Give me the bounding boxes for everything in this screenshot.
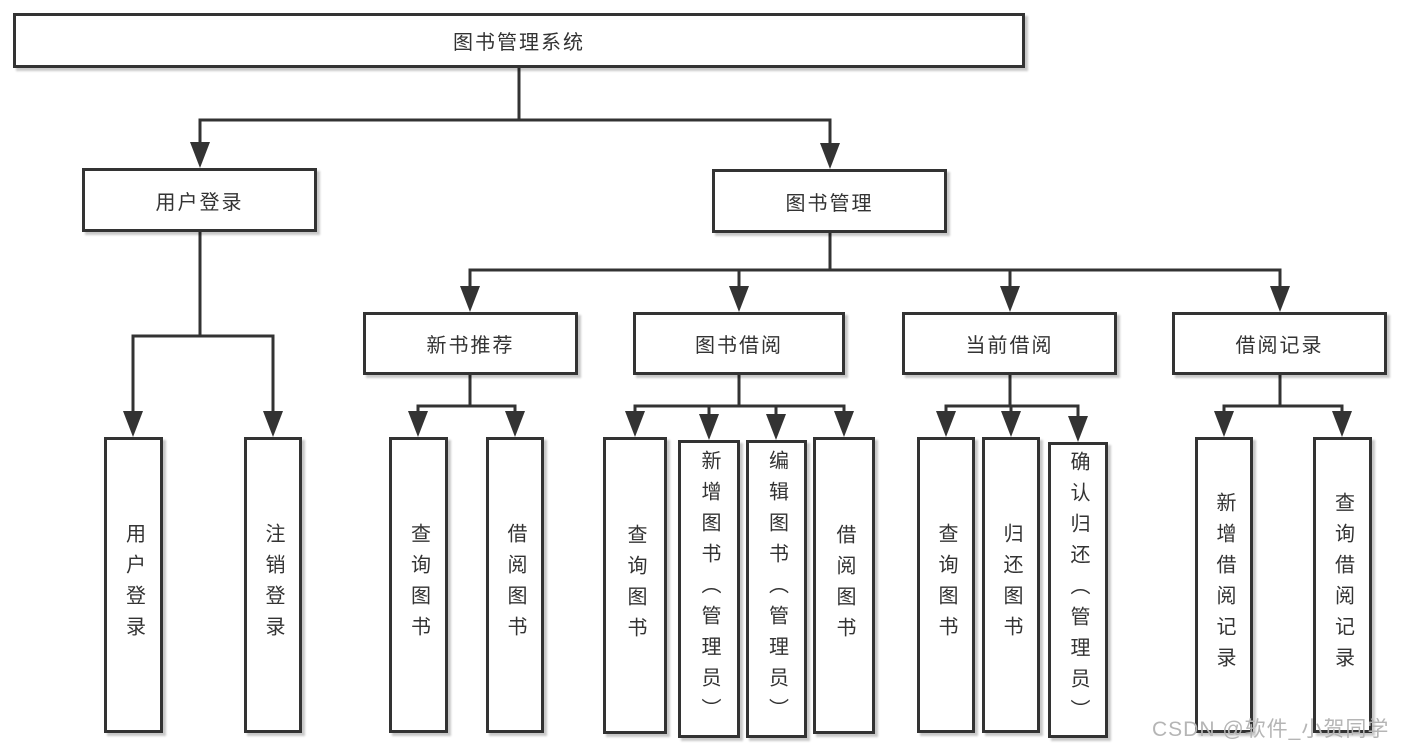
node-label: 新书推荐 — [426, 335, 515, 357]
leaf-label: 归还图书 — [1000, 523, 1022, 647]
leaf-borrowing-borrow-books: 借阅图书 — [813, 437, 875, 734]
leaf-current-query-books: 查询图书 — [917, 437, 975, 733]
connector-borrow-records-to-leaves — [1214, 375, 1352, 437]
node-label: 当前借阅 — [965, 335, 1054, 357]
leaf-label: 借阅图书 — [504, 523, 526, 647]
leaf-label: 确认归还（管理员） — [1067, 450, 1089, 730]
node-current-borrowing: 当前借阅 — [902, 312, 1117, 375]
leaf-label: 查询图书 — [935, 523, 957, 647]
node-label: 图书管理 — [785, 192, 874, 215]
csdn-watermark: CSDN @软件_小贺同学 — [1152, 718, 1390, 741]
node-borrow-records: 借阅记录 — [1172, 312, 1387, 375]
node-library-management-system: 图书管理系统 — [13, 13, 1025, 68]
leaf-records-add-borrow-record: 新增借阅记录 — [1195, 437, 1253, 733]
leaf-current-return-books: 归还图书 — [982, 437, 1040, 733]
leaf-label: 编辑图书（管理员） — [765, 449, 788, 729]
leaf-label: 新增借阅记录 — [1213, 492, 1235, 678]
leaf-label: 查询借阅记录 — [1331, 492, 1354, 678]
connector-root-to-level2 — [190, 68, 840, 169]
leaf-label: 查询图书 — [407, 523, 430, 647]
leaf-label: 查询图书 — [624, 523, 646, 648]
connector-book-borrow-to-leaves — [625, 375, 854, 440]
leaf-label: 注销登录 — [262, 523, 284, 647]
node-label: 图书管理系统 — [453, 32, 585, 54]
leaf-current-confirm-return-admin: 确认归还（管理员） — [1048, 442, 1108, 738]
node-book-borrowing: 图书借阅 — [633, 312, 845, 375]
node-user-login: 用户登录 — [82, 168, 317, 232]
leaf-borrowing-add-books-admin: 新增图书（管理员） — [678, 440, 740, 738]
leaf-label: 新增图书（管理员） — [698, 449, 720, 729]
leaf-recommend-borrow-books: 借阅图书 — [486, 437, 544, 733]
leaf-recommend-query-books: 查询图书 — [389, 437, 448, 733]
node-new-book-recommend: 新书推荐 — [363, 312, 578, 375]
leaf-label: 借阅图书 — [833, 523, 855, 648]
connector-current-borrow-to-leaves — [936, 375, 1088, 442]
connector-user-login-to-leaves — [123, 232, 283, 437]
leaf-records-query-borrow-record: 查询借阅记录 — [1313, 437, 1372, 733]
connector-book-mgmt-to-level3 — [460, 233, 1290, 312]
leaf-user-login: 用户登录 — [104, 437, 163, 733]
leaf-label: 用户登录 — [122, 523, 145, 647]
node-book-management: 图书管理 — [712, 169, 947, 233]
node-label: 图书借阅 — [695, 335, 783, 357]
node-label: 用户登录 — [155, 191, 244, 214]
connector-new-book-rec-to-leaves — [408, 375, 525, 437]
leaf-borrowing-query-books: 查询图书 — [603, 437, 667, 734]
leaf-logout: 注销登录 — [244, 437, 302, 733]
node-label: 借阅记录 — [1235, 335, 1324, 357]
leaf-borrowing-edit-books-admin: 编辑图书（管理员） — [746, 440, 807, 738]
